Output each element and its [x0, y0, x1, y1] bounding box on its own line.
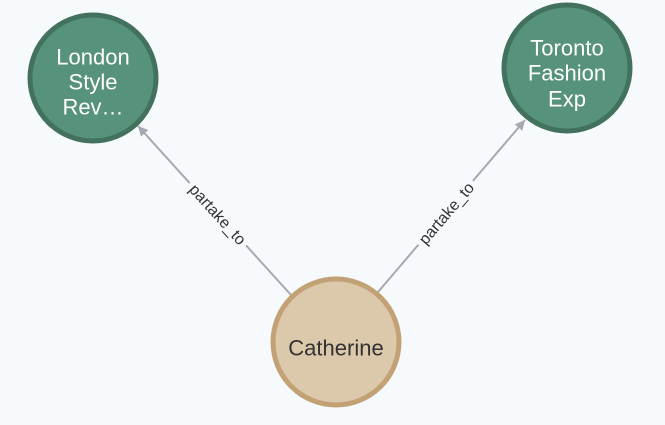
node-toronto-fashion-exp[interactable]: Toronto Fashion Exp: [501, 2, 633, 134]
node-label-line: Rev…: [62, 95, 123, 120]
node-circle: [501, 2, 633, 134]
node-label-line: Toronto: [530, 36, 603, 61]
edge-catherine-toronto[interactable]: partake_to: [377, 119, 526, 293]
node-label-line: Style: [69, 70, 118, 95]
edges-layer: partake_to partake_to: [137, 119, 526, 296]
edge-label: partake_to: [416, 180, 478, 249]
nodes-layer: London Style Rev… Toronto Fashion Exp Ca…: [27, 2, 633, 408]
edge-label-bg: [180, 176, 254, 254]
node-circle: [27, 12, 159, 144]
edge-catherine-london[interactable]: partake_to: [137, 125, 292, 296]
node-label-line: Exp: [548, 87, 586, 112]
node-label-line: London: [56, 45, 129, 70]
edge-label: partake_to: [185, 181, 248, 249]
node-circle: [270, 276, 402, 408]
node-catherine[interactable]: Catherine: [270, 276, 402, 408]
node-london-style-rev[interactable]: London Style Rev…: [27, 12, 159, 144]
node-label-line: Catherine: [288, 336, 383, 361]
edge-label-bg: [411, 174, 483, 254]
node-label-line: Fashion: [528, 61, 606, 86]
